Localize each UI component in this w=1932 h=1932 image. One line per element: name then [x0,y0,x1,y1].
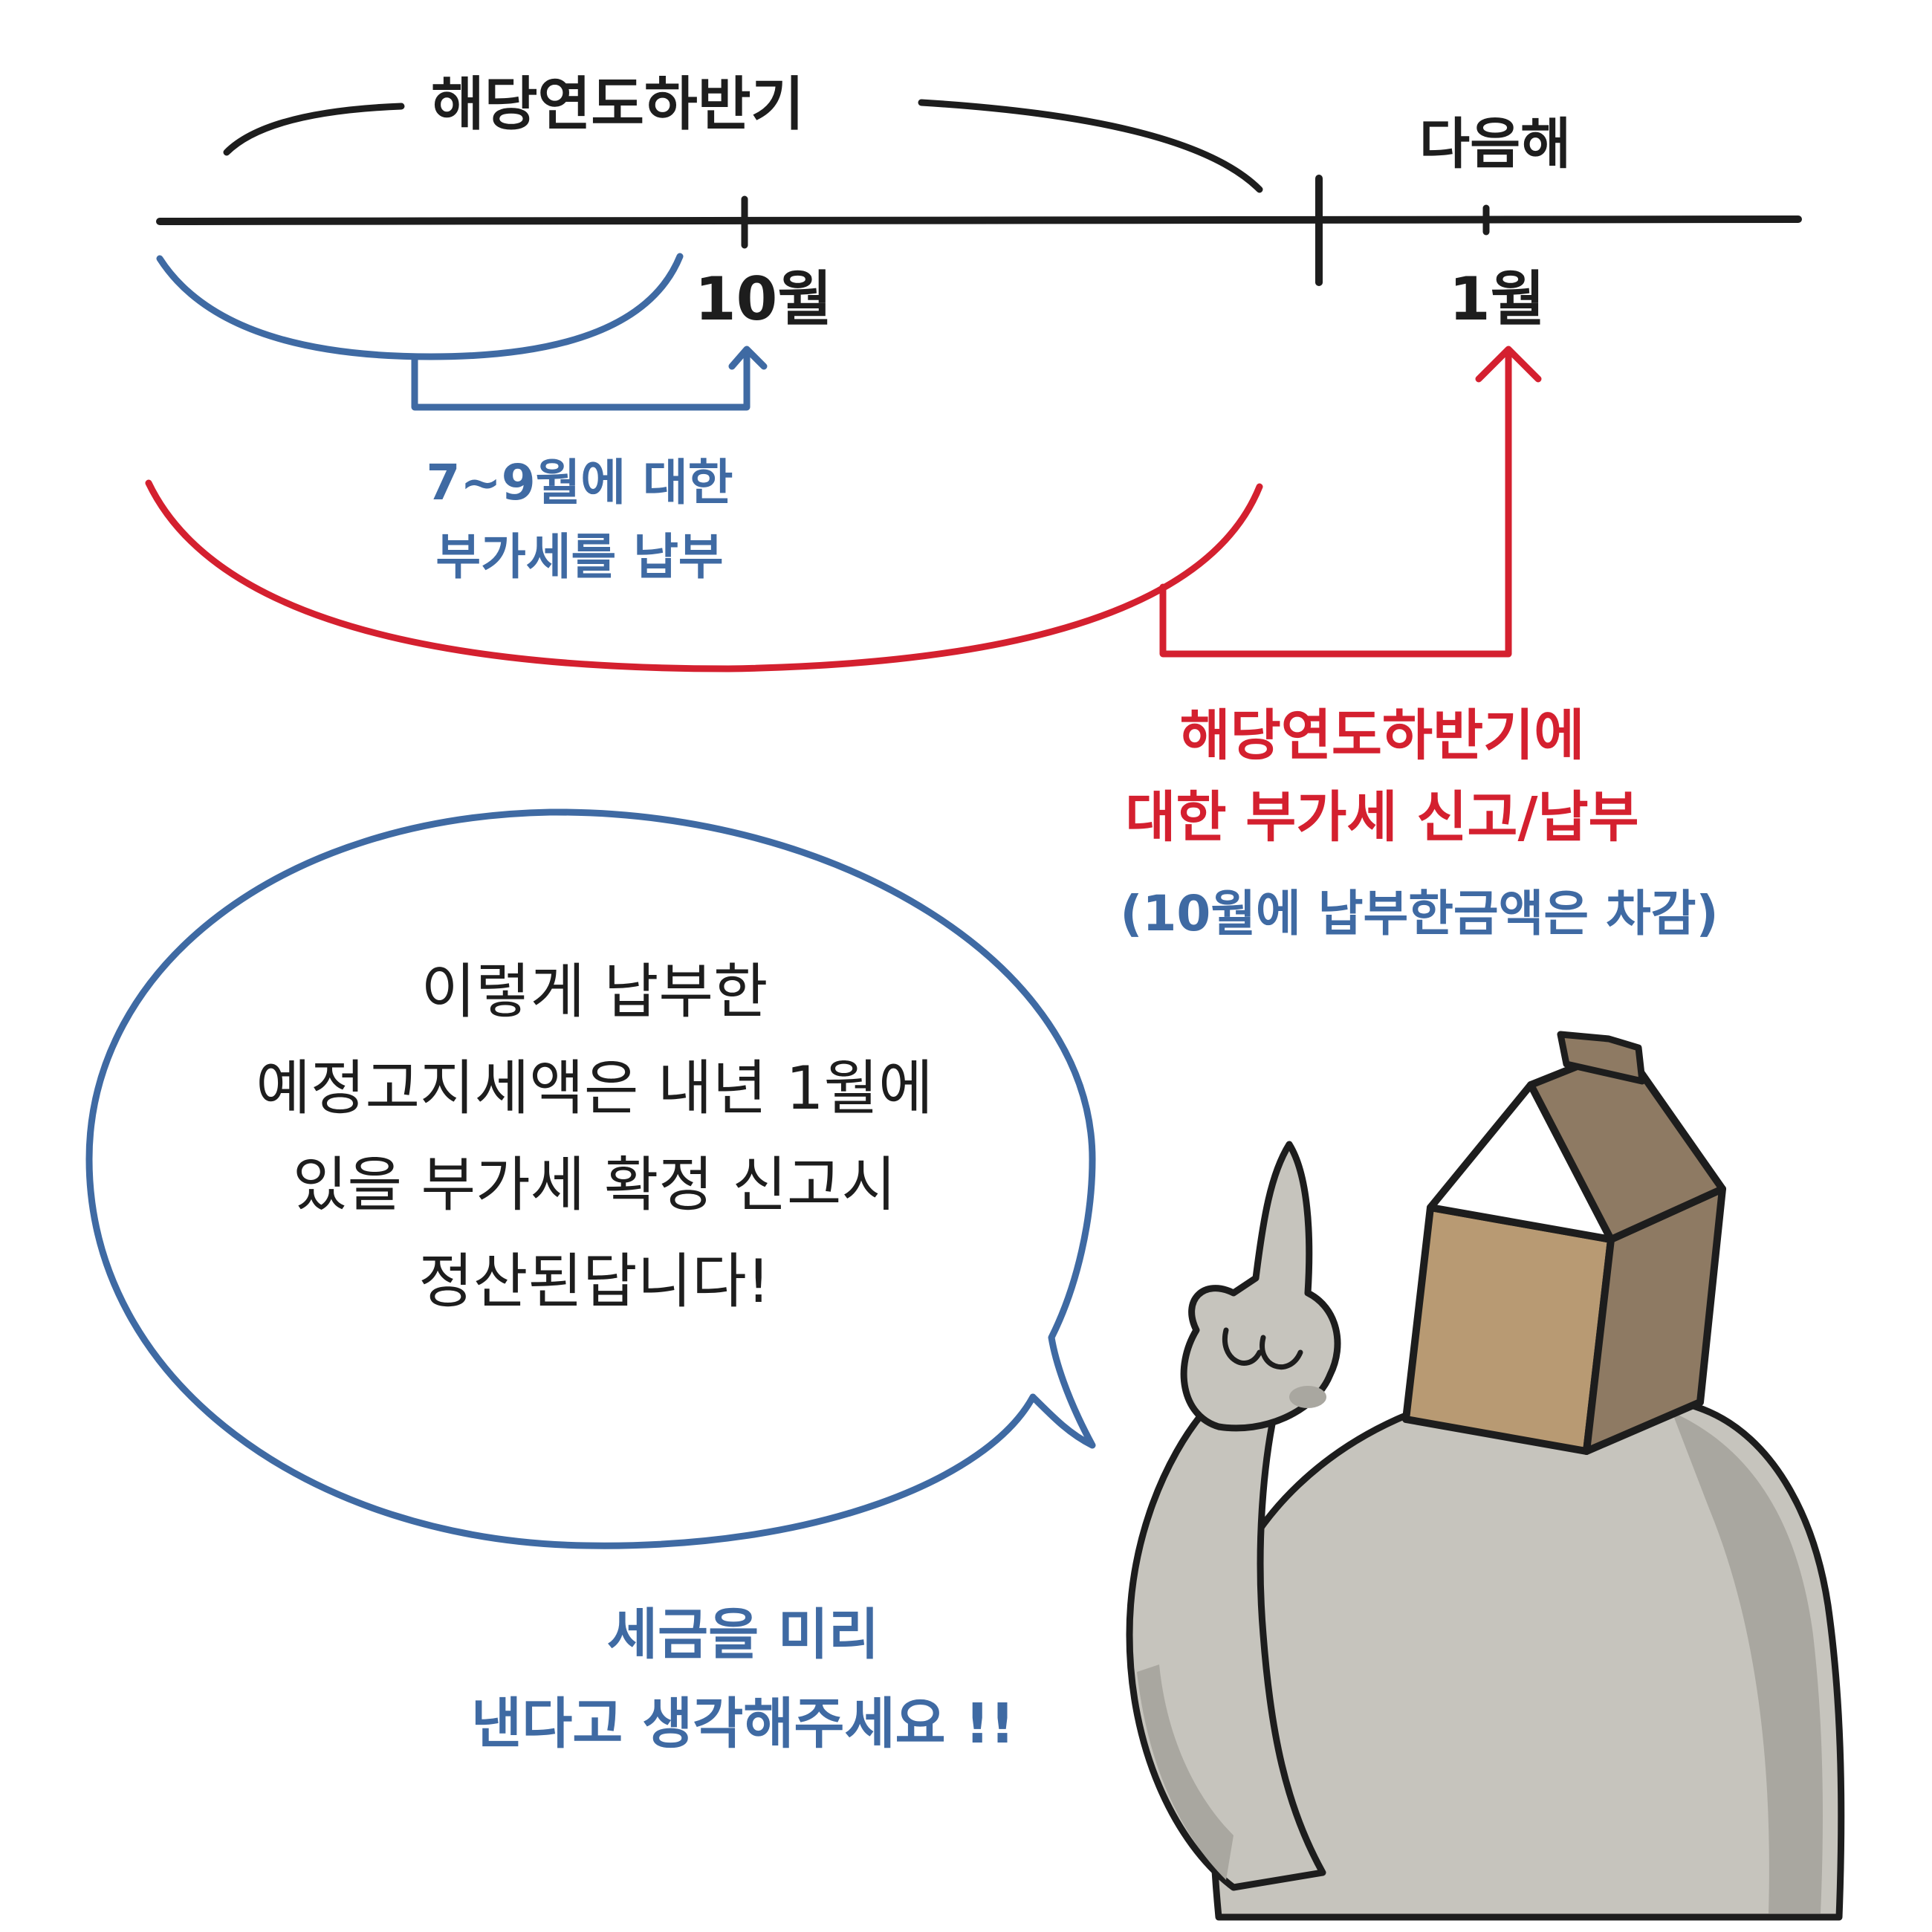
speech-bubble-text: 이렇게 납부한 예정고지세액은 내년 1월에 있을 부가세 확정 신고시 정산된… [134,944,1055,1330]
october-label: 10월 [695,265,832,334]
carton-spout [1557,1031,1646,1085]
deduct-note: (10월에 납부한금액은 차감) [1120,885,1719,942]
footer-note: 세금을 미리 낸다고 생각해주세요 !! [372,1590,1115,1769]
final-filing-note: 해당연도하반기에 대한 부가세 신고/납부 [1063,695,1702,858]
q3-payment-note: 7~9월에 대한 부가세를 납부 [386,446,773,594]
footer-line1: 세금을 미리 [606,1603,880,1667]
bubble-line4: 정산된답니다! [418,1247,771,1316]
q3-arc [156,253,684,360]
hand [1180,1141,1341,1432]
next-year-label: 다음해 [1419,112,1572,176]
red-arrowhead [1475,346,1542,383]
bubble-line3: 있을 부가세 확정 신고시 [292,1150,897,1219]
carton-front [1402,1204,1615,1455]
finger-curl-2 [1260,1335,1303,1370]
half-year-bracket-right [918,99,1263,193]
half-year-bracket-left [223,103,405,156]
bubble-line2: 예정고지세액은 내년 1월에 [256,1054,933,1123]
footer-line2: 낸다고 생각해주세요 !! [471,1692,1015,1756]
blue-arrowhead [728,346,768,370]
body-shadow [1672,1412,1823,1913]
hand-shadow [1289,1386,1326,1408]
finger-curl-1 [1222,1327,1262,1366]
q3-payment-note-line2: 부가세를 납부 [435,528,724,586]
half-year-label: 해당연도하반기 [431,71,805,138]
arm-shadow [1137,1664,1234,1880]
timeline-line [156,215,1802,225]
january-label: 1월 [1449,265,1546,334]
final-filing-note-line2: 대한 부가세 신고/납부 [1125,785,1639,849]
red-arrow [1159,353,1512,658]
half-year-arc [145,479,1263,672]
bubble-line1: 이렇게 납부한 [421,957,768,1026]
blue-arrow [411,349,751,411]
final-filing-note-line1: 해당연도하반기에 [1179,704,1585,768]
q3-payment-note-line1: 7~9월에 대한 [426,454,733,511]
speech-bubble [85,808,1096,1549]
